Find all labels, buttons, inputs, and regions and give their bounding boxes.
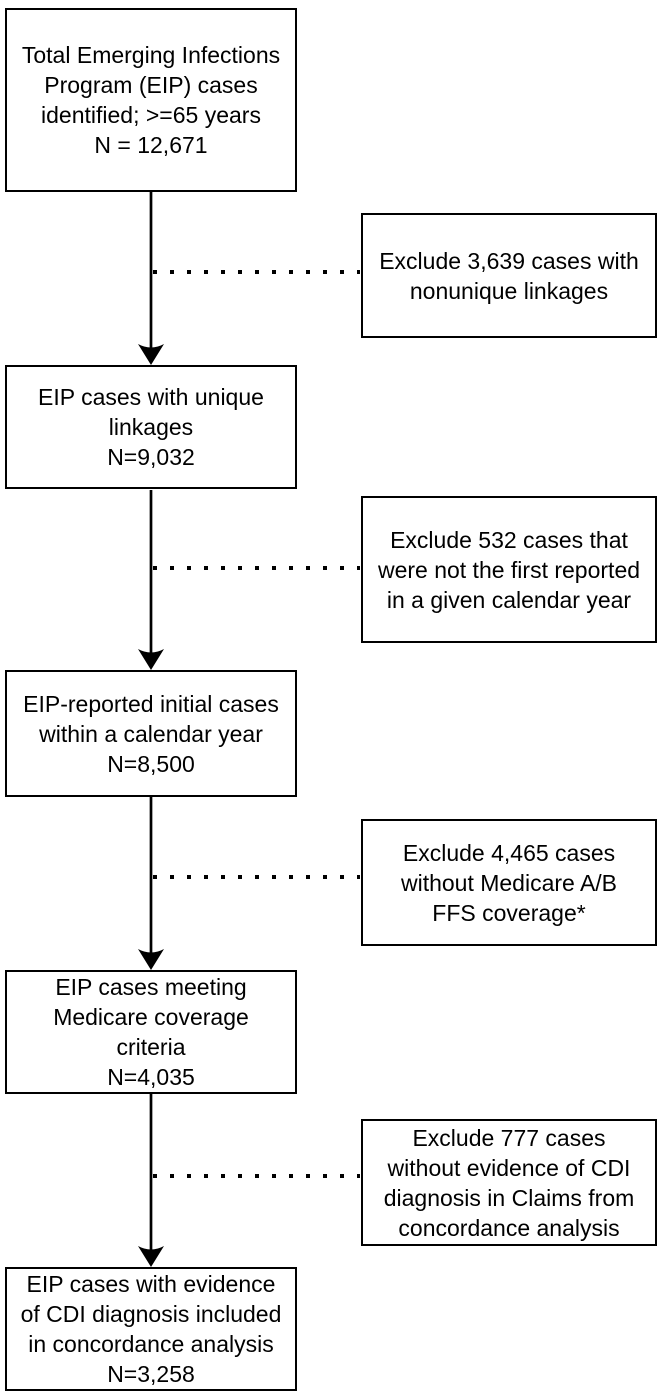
flow-box-medicare-coverage-criteria: EIP cases meeting Medicare coverage crit… <box>5 970 297 1094</box>
exclusion-box-nonunique-linkages: Exclude 3,639 cases with nonunique linka… <box>361 213 657 338</box>
down-arrow-1 <box>138 192 164 365</box>
flow-box-unique-linkages: EIP cases with unique linkages N=9,032 <box>5 365 297 489</box>
down-arrow-3 <box>138 797 164 970</box>
down-arrow-2 <box>138 490 164 670</box>
flow-box-total-eip-cases: Total Emerging Infections Program (EIP) … <box>5 8 297 192</box>
down-arrow-4 <box>138 1094 164 1267</box>
exclusion-box-not-first-reported: Exclude 532 cases that were not the firs… <box>361 496 657 643</box>
flow-box-concordance-analysis-included: EIP cases with evidence of CDI diagnosis… <box>5 1267 297 1391</box>
exclusion-box-no-cdi-evidence: Exclude 777 cases without evidence of CD… <box>361 1119 657 1246</box>
flow-box-initial-cases-calendar-year: EIP-reported initial cases within a cale… <box>5 670 297 797</box>
exclusion-box-no-medicare-ffs: Exclude 4,465 cases without Medicare A/B… <box>361 819 657 946</box>
